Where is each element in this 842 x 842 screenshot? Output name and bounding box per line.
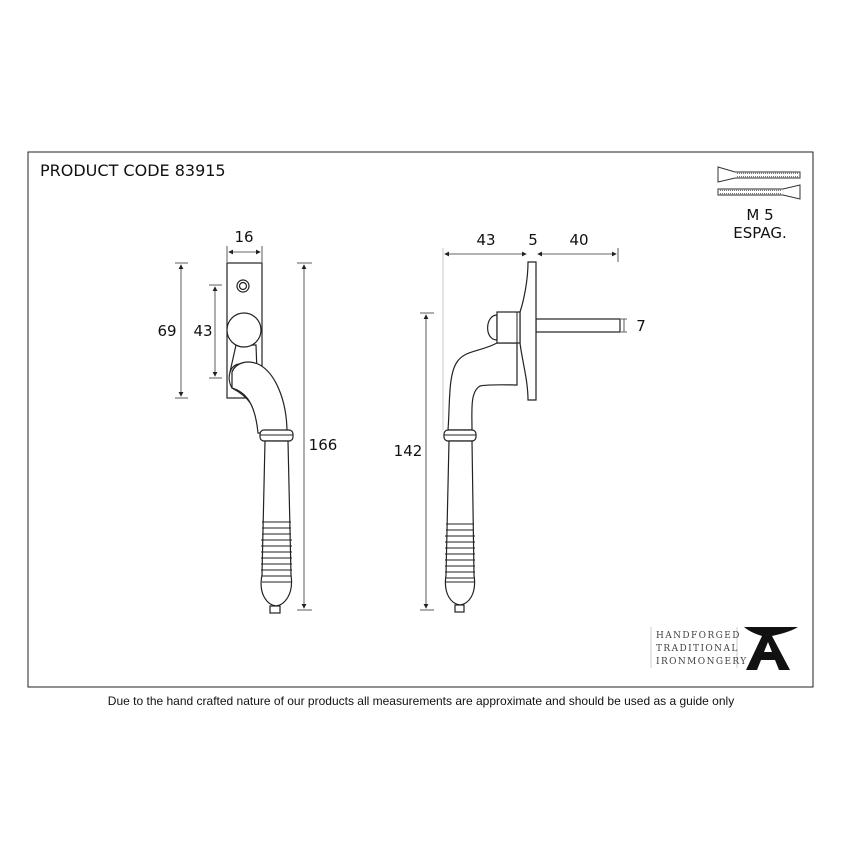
dim-plate-height: 69 <box>157 322 176 340</box>
product-code-title: PRODUCT CODE 83915 <box>40 161 226 180</box>
dim-side-height: 142 <box>394 442 423 460</box>
anvil-logo-icon <box>744 627 798 670</box>
front-dimensions <box>175 246 312 611</box>
disclaimer-footer: Due to the hand crafted nature of our pr… <box>108 694 734 708</box>
drawing-frame <box>27 151 814 688</box>
dim-total-height: 166 <box>309 436 338 454</box>
logo-line-1: HANDFORGED <box>656 631 741 641</box>
side-dimensions <box>420 248 627 611</box>
handle-side-view <box>443 261 621 613</box>
dim-spindle-size: 7 <box>636 317 646 335</box>
brand-logo: HANDFORGED TRADITIONAL IRONMONGERY <box>650 627 798 670</box>
dim-plate-thickness: 5 <box>528 231 538 249</box>
screw-type-label: ESPAG. <box>733 224 786 242</box>
handle-front-view <box>226 262 294 614</box>
dim-projection: 43 <box>476 231 495 249</box>
dim-spindle-height: 43 <box>193 322 212 340</box>
logo-line-3: IRONMONGERY <box>656 657 748 667</box>
screw-icon <box>717 166 801 200</box>
logo-line-2: TRADITIONAL <box>656 644 739 654</box>
dim-width: 16 <box>234 228 253 246</box>
dim-spindle-length: 40 <box>569 231 588 249</box>
screw-size-label: M 5 <box>746 206 773 224</box>
